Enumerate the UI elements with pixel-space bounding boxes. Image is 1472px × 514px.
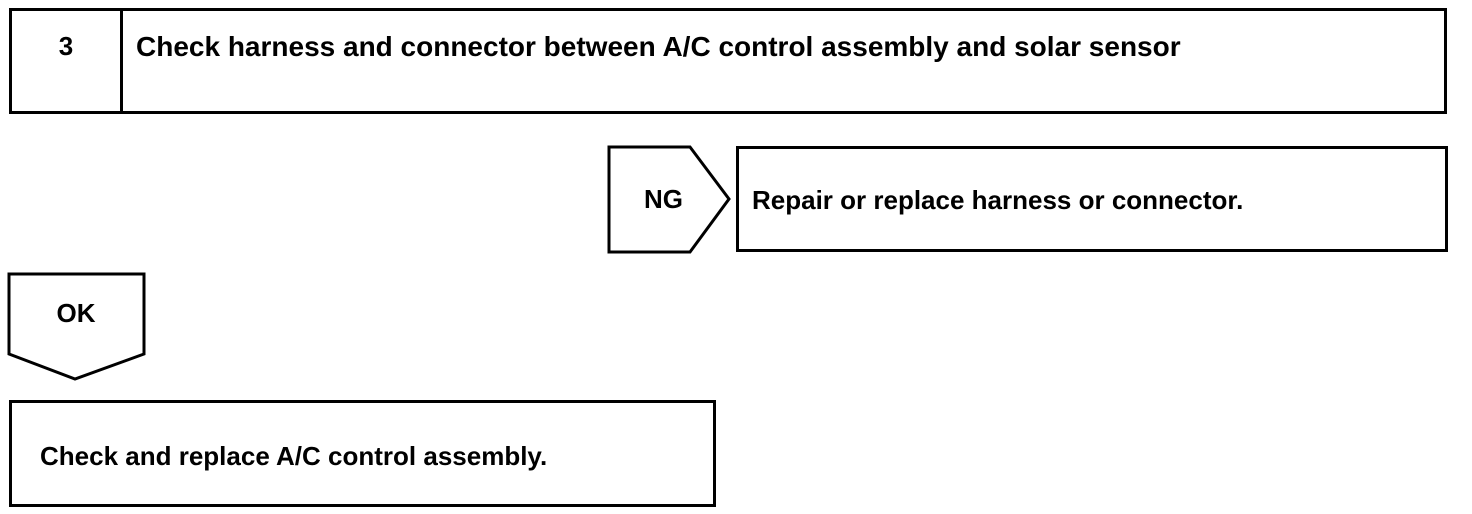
- step-box: 3 Check harness and connector between A/…: [9, 8, 1447, 114]
- step-number: 3: [58, 31, 74, 61]
- ng-label: NG: [644, 184, 683, 214]
- step-number-cell: 3: [12, 11, 123, 111]
- ok-result-text: Check and replace A/C control assembly.: [40, 441, 548, 471]
- step-title: Check harness and connector between A/C …: [136, 31, 1181, 62]
- ok-label: OK: [56, 298, 96, 328]
- ok-result-box: Check and replace A/C control assembly.: [9, 400, 716, 507]
- ng-result-box: Repair or replace harness or connector.: [736, 146, 1448, 252]
- ng-result-text: Repair or replace harness or connector.: [752, 185, 1244, 215]
